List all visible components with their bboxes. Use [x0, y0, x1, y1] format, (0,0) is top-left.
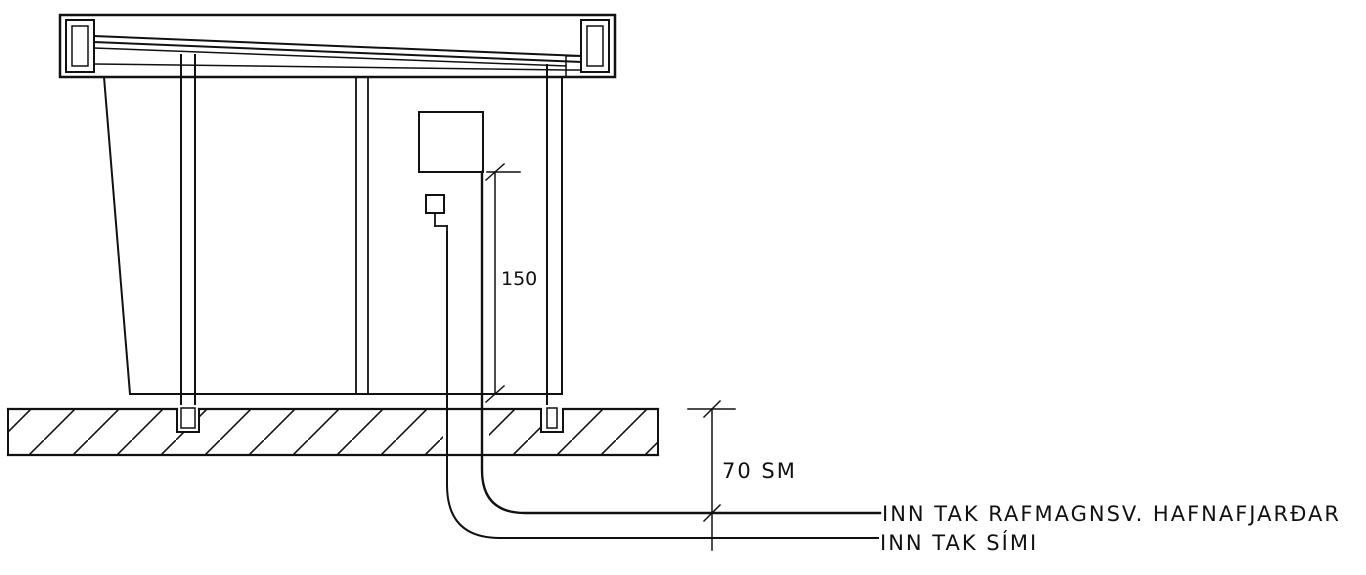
- power-intake-label: INN TAK RAFMAGNSV. HAFNAFJARÐAR: [882, 502, 1341, 526]
- roof-right-end-cap-inner: [586, 25, 604, 67]
- right-footing-knockout: [541, 405, 563, 433]
- right-post-foot: [546, 407, 558, 429]
- roof-frame: [58, 13, 617, 79]
- roof-slope-mid: [92, 40, 583, 64]
- dim-150-top-tick: [484, 162, 506, 182]
- roof: [58, 13, 617, 79]
- right-footing-pocket: [540, 408, 564, 433]
- conduits: [446, 170, 882, 539]
- roof-right-end-cap: [580, 19, 610, 73]
- dim-150-bottom-tick: [484, 384, 506, 404]
- cabinet-left-wall: [102, 75, 132, 396]
- phone-intake-conduit: [446, 231, 879, 539]
- dim-70-value: 70 SM: [722, 459, 797, 483]
- power-intake-conduit: [480, 170, 882, 515]
- dimension-70sm: 70 SM: [687, 399, 797, 551]
- dim-70-top-tick: [702, 399, 722, 419]
- labels: INN TAK RAFMAGNSV. HAFNAFJARÐAR INN TAK …: [880, 502, 1341, 555]
- equipment: [418, 111, 484, 233]
- roof-left-end-cap-inner: [71, 25, 89, 67]
- left-footing-pocket: [176, 408, 200, 433]
- left-footing-knockout: [177, 405, 199, 433]
- dim-70-bottom-tick: [702, 503, 722, 523]
- cabinet-body: [102, 54, 563, 409]
- phone-junction-box: [425, 194, 445, 214]
- roof-slope-top: [92, 34, 583, 58]
- dimension-150: 150: [484, 162, 537, 404]
- meter-box: [418, 111, 484, 173]
- left-post-foot: [180, 407, 196, 429]
- roof-left-end-cap: [65, 19, 95, 73]
- roof-gutter: [565, 55, 582, 71]
- phone-intake-label: INN TAK SÍMI: [880, 530, 1038, 555]
- roof-fascia: [93, 63, 567, 71]
- dim-150-value: 150: [501, 268, 537, 290]
- ground-slab: [6, 405, 660, 457]
- roof-slope-low: [93, 47, 567, 67]
